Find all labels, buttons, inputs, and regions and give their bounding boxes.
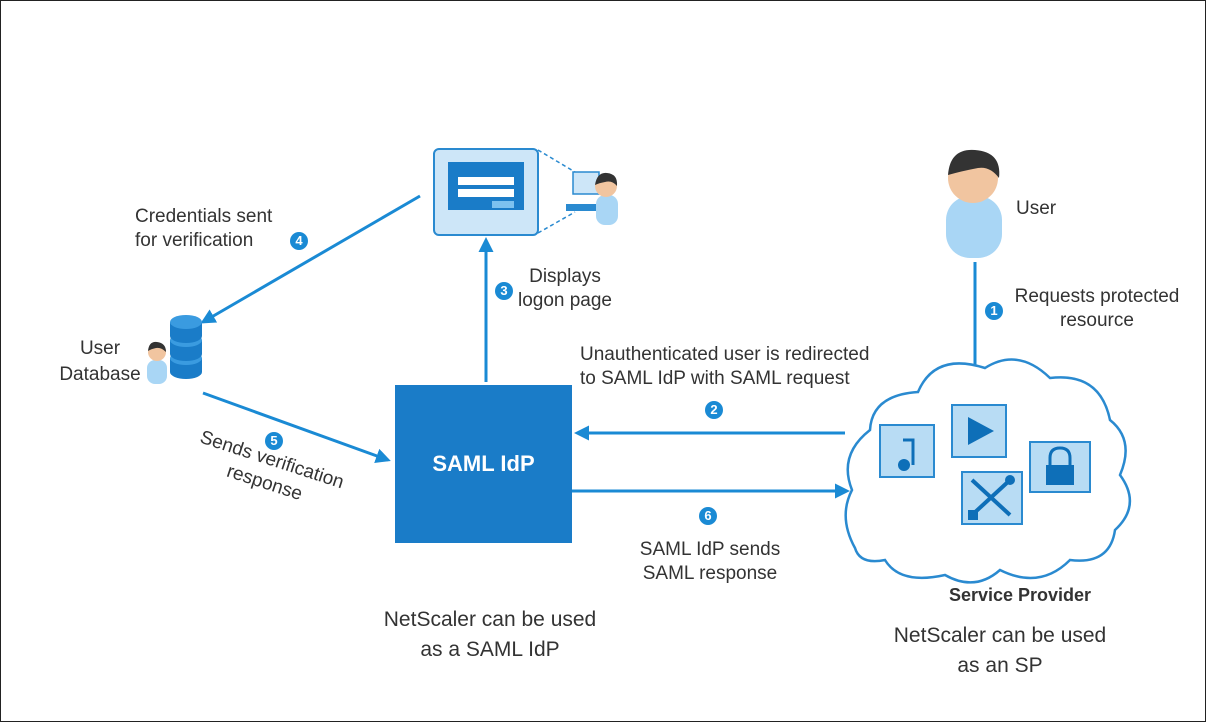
step-3-line-2: logon page: [517, 290, 613, 311]
step-4-line-1: Credentials sent: [135, 206, 273, 227]
user-icon: [946, 149, 1002, 258]
step-6-line-1: SAML IdP sends: [639, 539, 781, 560]
sp-caption-line-1: NetScaler can be used: [893, 624, 1107, 647]
service-provider-caption: NetScaler can be used as an SP: [865, 621, 1135, 681]
step-2-line-1: Unauthenticated user is redirected: [580, 344, 870, 365]
step-6-label: SAML IdP sends SAML response: [615, 538, 805, 586]
step-badge-1: 1: [985, 302, 1003, 320]
step-badge-2: 2: [705, 401, 723, 419]
user-label: User: [1016, 198, 1057, 219]
step-2-label: Unauthenticated user is redirected to SA…: [580, 343, 869, 391]
idp-caption: NetScaler can be used as a SAML IdP: [355, 605, 625, 665]
service-provider-title: Service Provider: [948, 585, 1092, 605]
arrow-step-5: [202, 391, 391, 463]
idp-caption-line-1: NetScaler can be used: [383, 608, 597, 631]
user-database-icon: [147, 315, 202, 384]
step-1-line-2: resource: [1060, 310, 1134, 331]
cloud-icon: [844, 358, 1132, 584]
step-badge-4: 4: [290, 232, 308, 250]
step-badge-6: 6: [699, 507, 717, 525]
saml-idp-label: SAML IdP: [432, 451, 535, 476]
tools-icon: [961, 471, 1023, 525]
step-badge-5: 5: [265, 432, 283, 450]
step-3-line-1: Displays: [529, 266, 601, 287]
step-6-line-2: SAML response: [642, 563, 778, 584]
idp-caption-line-2: as a SAML IdP: [420, 638, 560, 661]
user-database-label: User Database: [55, 336, 145, 388]
step-1-line-1: Requests protected: [1014, 286, 1180, 307]
step-4-line-2: for verification: [135, 230, 254, 251]
logon-page-icon: [433, 148, 618, 236]
saml-idp-box: [395, 385, 572, 543]
step-4-label: Credentials sent for verification: [135, 205, 272, 253]
sp-caption-line-2: as an SP: [957, 654, 1043, 677]
play-icon: [951, 404, 1007, 458]
arrow-step-4: [200, 194, 421, 324]
step-2-line-2: to SAML IdP with SAML request: [580, 368, 850, 389]
step-1-label: Requests protected resource: [1002, 285, 1192, 333]
user-database-label-line-2: Database: [59, 364, 141, 385]
step-badge-3: 3: [495, 282, 513, 300]
user-database-label-line-1: User: [79, 338, 121, 359]
step-3-label: Displays logon page: [515, 265, 615, 313]
lock-icon: [1029, 441, 1091, 493]
music-icon: [879, 424, 935, 478]
